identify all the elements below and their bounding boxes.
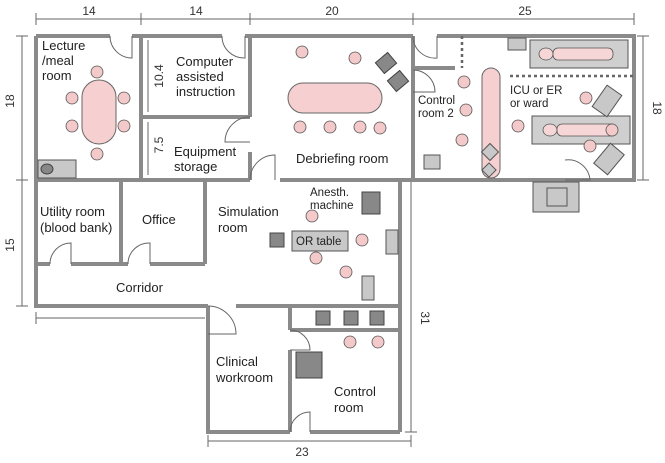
lecture-room-label: Lecture /meal room: [42, 38, 89, 83]
control-room-2-furniture: [423, 67, 501, 179]
or-table-label: OR table: [296, 236, 341, 248]
dim-top-1: 14: [82, 4, 96, 18]
simulation-room-furniture: [269, 191, 399, 301]
lecture-room-furniture: [37, 65, 131, 179]
dim-bottom: 23: [295, 445, 309, 459]
utility-room-label: Utility room (blood bank): [40, 204, 112, 235]
dim-left-upper: 18: [3, 94, 17, 108]
dimension-labels: 14 14 20 25 18 15 18 31 23 10.4 7.5: [3, 4, 664, 459]
equipment-room-label: Equipment storage: [174, 144, 240, 174]
walls: [34, 34, 636, 434]
icu-furniture: [460, 36, 634, 213]
simulation-room-label: Simulation room: [218, 204, 282, 235]
corridor-label: Corridor: [116, 280, 164, 295]
debriefing-room-label: Debriefing room: [296, 151, 389, 166]
dim-top-3: 20: [325, 4, 339, 18]
control-room-furniture: [295, 310, 385, 379]
anesth-machine-label: Anesth. machine: [310, 187, 353, 212]
room-labels: Lecture /meal room Computer assisted ins…: [40, 38, 566, 415]
dim-computer-room: 10.4: [152, 64, 166, 88]
dim-top-4: 25: [518, 4, 532, 18]
dim-top-2: 14: [189, 4, 203, 18]
doors: [49, 35, 591, 433]
dimension-lines: [16, 13, 649, 447]
icu-label: ICU or ER or ward: [510, 85, 566, 110]
control-room-2-label: Control room 2: [418, 95, 458, 120]
clinical-workroom-label: Clinical workroom: [215, 354, 273, 385]
office-label: Office: [142, 212, 176, 227]
debriefing-room-furniture: [287, 45, 410, 135]
dim-equipment-room: 7.5: [152, 136, 166, 153]
dim-right-lower: 31: [418, 311, 432, 325]
dim-left-lower: 15: [3, 238, 17, 252]
control-room-label: Control room: [334, 384, 380, 415]
computer-room-label: Computer assisted instruction: [176, 54, 237, 99]
dim-right-upper: 18: [650, 101, 664, 115]
